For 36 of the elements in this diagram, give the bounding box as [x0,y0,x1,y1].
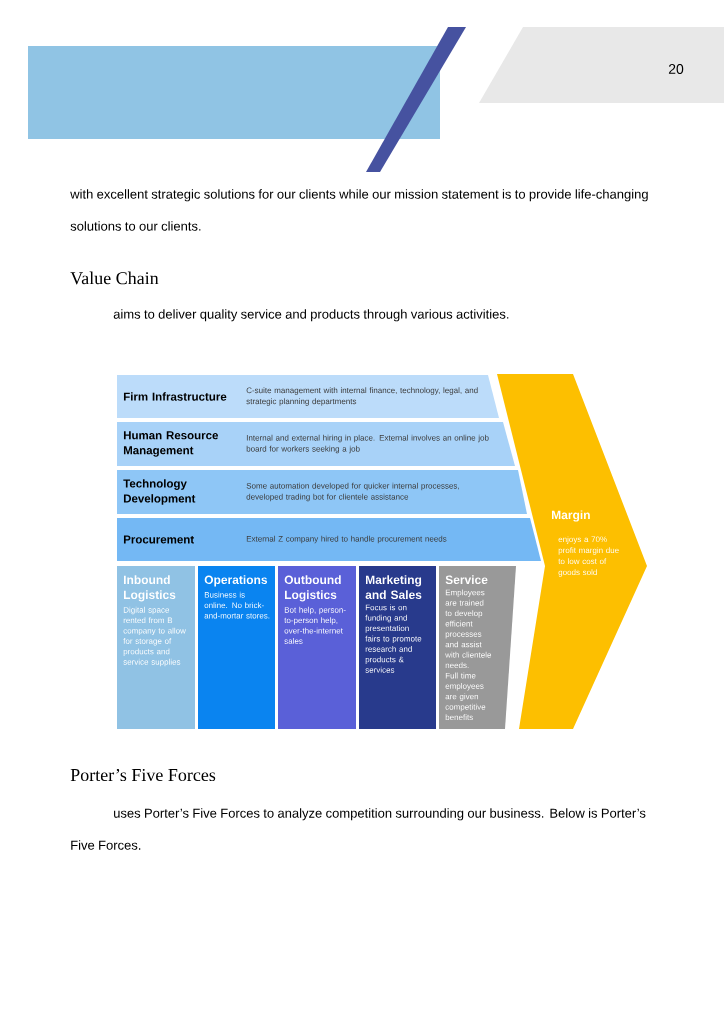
activity-description: Focus is on funding and presentation fairs to promote research and products & services [365,604,422,673]
margin-description: enjoys a 70% profit margin due to low cost of goods sold [558,536,619,577]
support-activity-band [117,470,527,514]
activity-description: Some automation developed for quicker internal processes, developed trading bot for clientele assistance [246,482,459,502]
activity-description: Business is online. No brick-and-mortar stores. [204,591,270,619]
activity-description: Digital space rented from B company to allow for storage of products and service supplies [123,606,186,667]
section-heading: Porter’s Five Forces [70,768,216,782]
activity-heading: Outbound Logistics [284,575,341,602]
margin-chevron [497,374,647,729]
activity-heading: Firm Infrastructure [123,392,227,401]
paragraph: aims to deliver quality service and products through various activities. [113,309,509,322]
activity-description: Bot help, person-to-person help, over-the-internet sales [284,606,346,644]
activity-description: Employees are trained to develop efficient processes and assist with clientele needs. Full time employees are given competitive benefits [445,589,492,721]
support-activity-band [117,375,499,418]
support-activity-band [117,518,541,561]
support-activity-band [117,422,515,466]
activity-description: Internal and external hiring in place. External involves an online job board for workers seeking a job [246,434,489,454]
paragraph: with excellent strategic solutions for our clients while our mission statement is to provide life-changing solutions to our clients. [70,189,648,231]
primary-activity-column [278,566,356,729]
activity-heading: Technology Development [123,479,196,505]
activity-heading: Operations [204,575,268,587]
primary-activity-column [439,566,516,729]
primary-activity-column [198,566,275,729]
activity-heading: Inbound Logistics [124,575,176,602]
activity-heading: Procurement [123,535,194,544]
page-number: 20 [668,64,684,74]
paragraph: uses Porter’s Five Forces to analyze competition surrounding our business. Below is Porter’s Five Forces. [71,808,646,850]
section-heading: Value Chain [70,271,159,285]
margin-heading: Margin [552,510,590,522]
primary-activity-column [359,566,436,729]
activity-heading: Human Resource Management [123,431,218,457]
activity-description: C-suite management with internal finance, technology, legal, and strategic planning departments [246,387,478,406]
primary-activity-column [117,566,195,729]
activity-heading: Service [445,575,488,584]
activity-description: External Z company hired to handle procurement needs [246,535,447,544]
activity-heading: Marketing and Sales [365,575,422,599]
